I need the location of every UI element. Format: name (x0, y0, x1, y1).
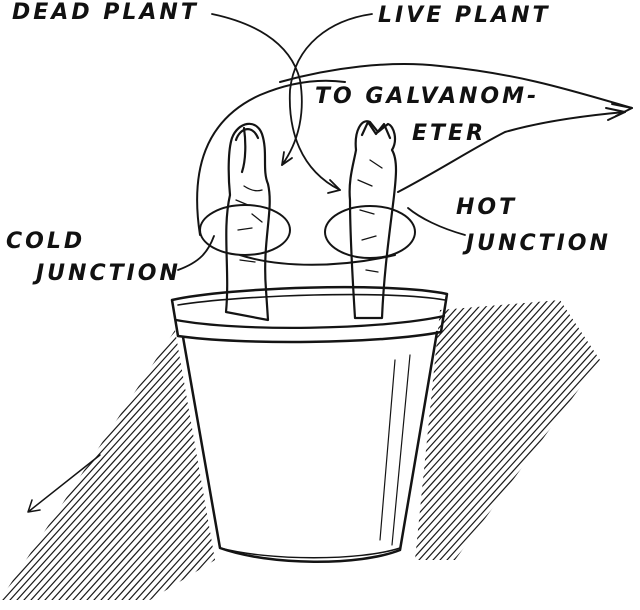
hot-junction-label-line1: HOT (456, 195, 517, 220)
shadow-hatching-right (415, 300, 600, 560)
leader-lines (177, 13, 466, 271)
dead-plant (224, 122, 271, 322)
live-plant (348, 120, 398, 320)
connecting-wire (196, 79, 346, 236)
cold-junction-label-line1: COLD (6, 229, 85, 254)
galvanometer-label-line1: TO GALVANOM- (315, 84, 539, 109)
galvanometer-label-line2: ETER (412, 121, 486, 146)
cold-junction-ring (199, 204, 291, 256)
galvanometer-wire-1 (279, 62, 633, 109)
thermocouple-wires (196, 62, 633, 266)
live-plant-label: LIVE PLANT (378, 3, 551, 28)
shadow-arrow (27, 454, 101, 513)
hot-junction-label-line2: JUNCTION (462, 231, 611, 256)
pot-body (181, 330, 439, 563)
dead-plant-label: DEAD PLANT (12, 0, 199, 25)
hot-junction-ring (324, 205, 416, 259)
cold-junction-label-line2: JUNCTION (32, 261, 181, 286)
pot-rim (170, 285, 449, 344)
flower-pot (170, 285, 449, 563)
galvanometer-wire-2 (397, 111, 626, 193)
